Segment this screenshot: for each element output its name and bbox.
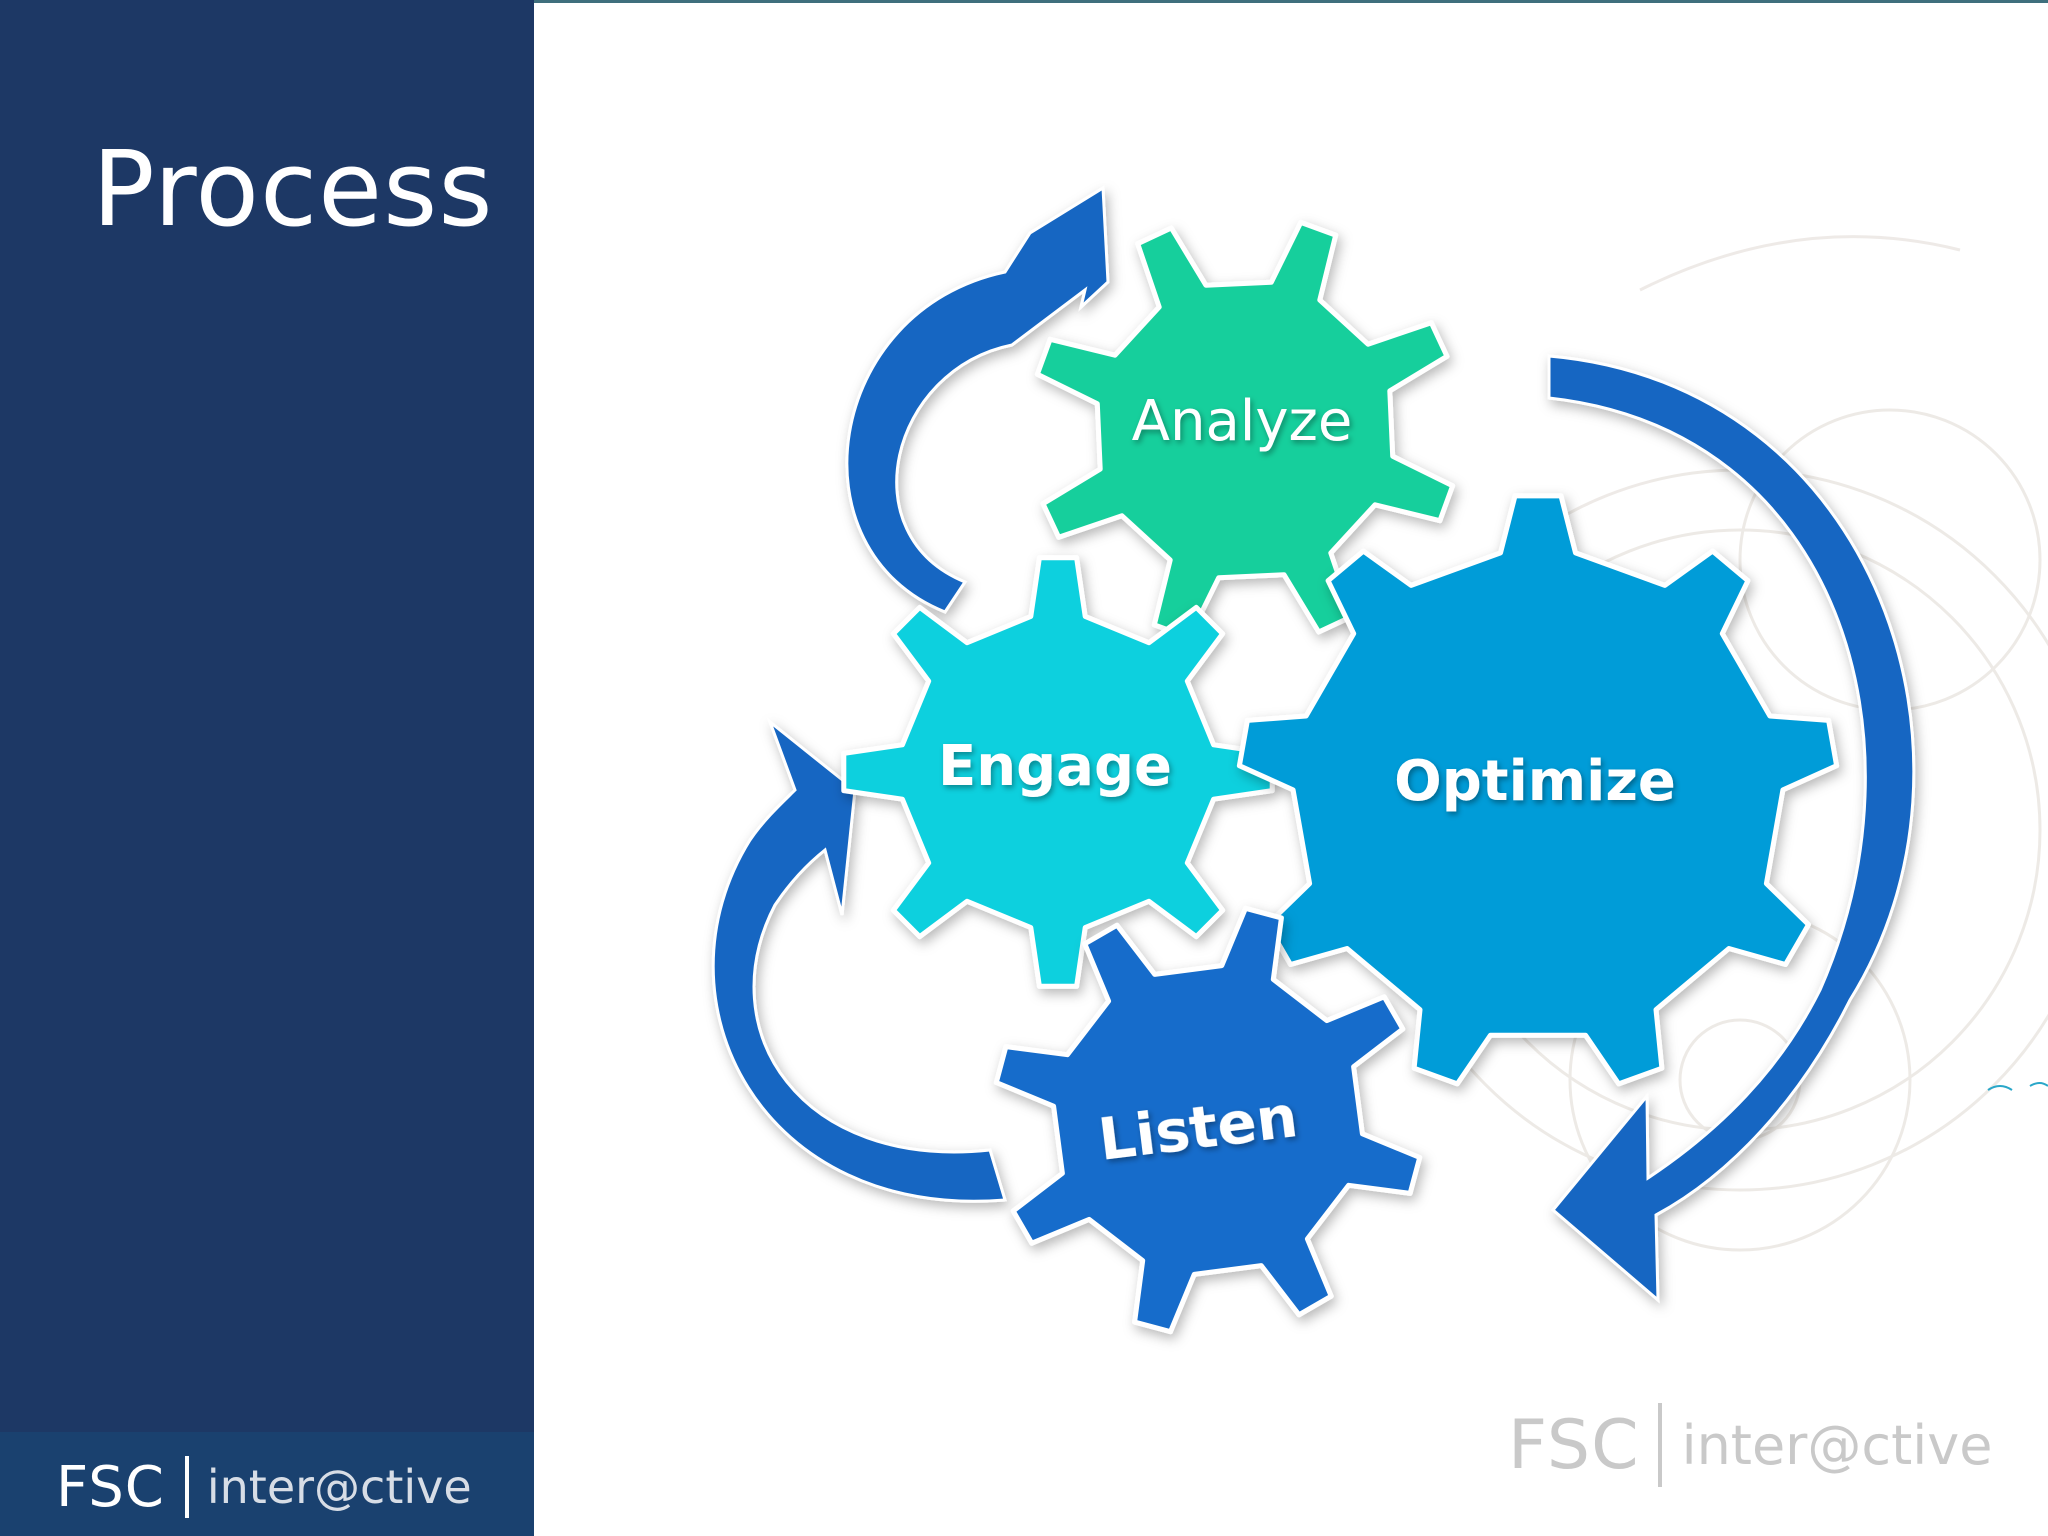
gear-label-analyze: Analyze — [1132, 389, 1353, 454]
gear-engage — [841, 555, 1275, 989]
gear-listen — [993, 905, 1423, 1335]
arrow-listen-cycle — [711, 717, 1007, 1203]
top-rule — [534, 0, 2048, 3]
footer-brand-band — [0, 1432, 534, 1536]
watermark-divider — [1657, 1403, 1662, 1487]
arrow-analyze-cycle — [845, 185, 1110, 614]
brand-interactive-text: inter@ctive — [206, 1460, 472, 1514]
slide-title: Process — [92, 128, 494, 250]
gear-label-engage: Engage — [938, 734, 1172, 799]
watermark-interactive-text: inter@ctive — [1681, 1413, 1993, 1477]
gear-label-optimize: Optimize — [1394, 749, 1676, 814]
brand-divider — [184, 1456, 189, 1518]
gear-analyze — [1034, 219, 1456, 641]
arrow-optimize-cycle — [1547, 354, 1916, 1304]
title-sidebar — [0, 0, 534, 1536]
decorative-squiggle — [1987, 1082, 2048, 1091]
watermark-brand-logo: FSC inter@ctive — [1508, 1400, 1992, 1490]
watermark-fsc-text: FSC — [1508, 1405, 1640, 1485]
gear-optimize — [1236, 493, 1840, 1087]
brand-logo: FSC inter@ctive — [56, 1452, 472, 1522]
brand-fsc-text: FSC — [56, 1454, 165, 1520]
